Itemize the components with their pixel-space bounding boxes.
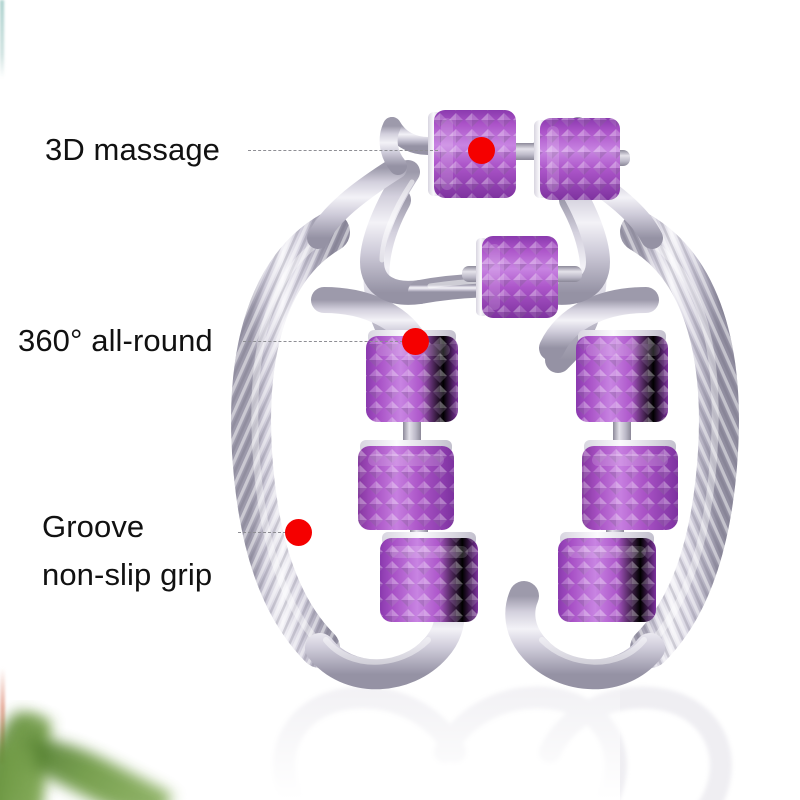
- annotation-leader-groove-grip: [238, 532, 286, 533]
- annotation-label-360-all-round: 360° all-round: [18, 323, 213, 358]
- annotation-dot-3d-massage: [468, 137, 495, 164]
- annotation-label-3d-massage: 3D massage: [45, 132, 221, 167]
- roller-right-upper: [576, 330, 668, 422]
- roller-right-middle: [582, 440, 678, 530]
- roller-left-middle: [358, 440, 454, 530]
- outer-grip-arm-right: [620, 212, 739, 668]
- annotation-leader-3d-massage: [248, 150, 438, 151]
- roller-center: [476, 236, 558, 318]
- outer-grip-arm-left: [231, 212, 350, 668]
- roller-left-lower: [380, 532, 478, 622]
- annotation-label-groove-line1: Groove: [42, 509, 145, 544]
- annotation-label-groove-line2: non-slip grip: [42, 557, 213, 592]
- roller-left-upper: [366, 330, 458, 422]
- annotation-label-groove-grip: Groove non-slip grip: [42, 503, 212, 599]
- roller-top-right: [534, 118, 620, 200]
- annotation-dot-360-all-round: [402, 328, 429, 355]
- edge-accent-teal: [0, 0, 4, 78]
- frame-bottom-bend-right: [505, 581, 665, 690]
- annotation-dot-groove-grip: [285, 519, 312, 546]
- annotation-leader-360-all-round: [243, 341, 403, 342]
- roller-right-lower: [558, 532, 656, 622]
